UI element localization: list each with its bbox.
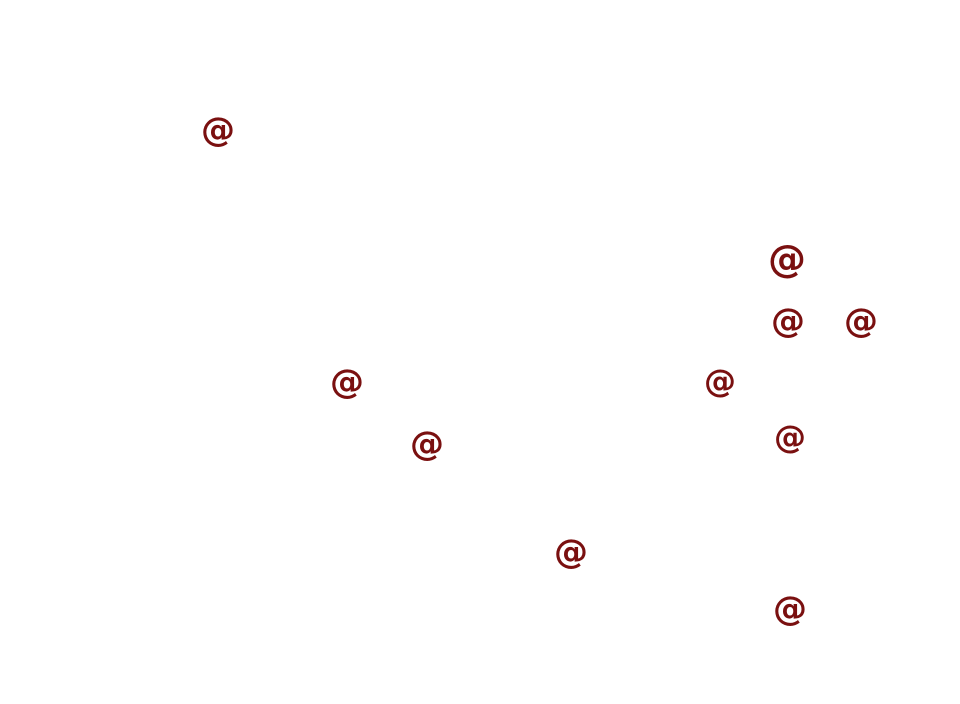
at-sign-glyph: @: [768, 237, 806, 281]
at-sign-glyph: @: [771, 301, 805, 341]
at-sign-glyph: @: [704, 362, 736, 400]
at-sign-glyph: @: [410, 424, 444, 464]
at-sign-glyph: @: [330, 362, 364, 402]
at-sign-glyph: @: [201, 110, 235, 150]
at-sign-glyph: @: [844, 301, 878, 341]
at-sign-glyph: @: [774, 418, 806, 456]
at-sign-glyph: @: [773, 589, 807, 629]
at-sign-glyph: @: [554, 532, 588, 572]
